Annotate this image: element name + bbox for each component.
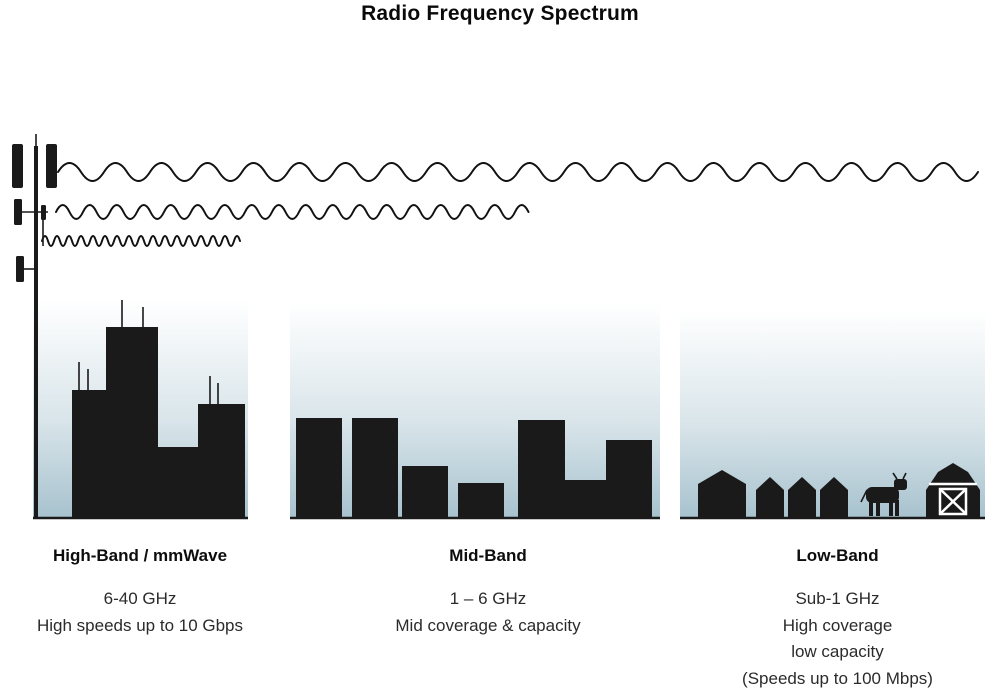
rural-scene <box>680 463 985 520</box>
band-name: Low-Band <box>796 546 879 565</box>
band-frequency: 6-40 GHz <box>103 589 177 608</box>
band-description-line: low capacity <box>791 642 884 661</box>
midrise-skyline-icon <box>290 418 660 520</box>
band-description-line: High coverage <box>782 615 893 635</box>
medium-wave-icon <box>55 204 530 220</box>
band-description-line: (Speeds up to 100 Mbps) <box>742 668 933 688</box>
house-icon <box>698 470 746 518</box>
house-icon <box>756 477 784 518</box>
barn-icon <box>926 463 980 518</box>
cell-tower-icon <box>12 134 57 518</box>
band-frequency: 1 – 6 GHz <box>449 589 527 608</box>
spectrum-illustration <box>12 134 985 520</box>
house-icon <box>788 477 816 518</box>
diagram-title: Radio Frequency Spectrum <box>361 2 639 25</box>
house-icon <box>820 477 848 518</box>
high-band-label-group: High-Band / mmWave 6-40 GHz High speeds … <box>15 546 265 639</box>
short-wave-icon <box>41 235 241 247</box>
band-description-line: Mid coverage & capacity <box>395 615 581 635</box>
band-description-line: High speeds up to 10 Gbps <box>36 615 244 635</box>
cow-icon <box>860 472 907 516</box>
band-frequency: Sub-1 GHz <box>795 589 880 608</box>
band-name: High-Band / mmWave <box>52 546 228 565</box>
low-band-label-group: Low-Band Sub-1 GHz High coverage low cap… <box>690 546 985 692</box>
long-wave-icon <box>57 162 979 182</box>
city-skyline-icon <box>33 300 248 520</box>
band-name: Mid-Band <box>449 546 527 565</box>
mid-band-label-group: Mid-Band 1 – 6 GHz Mid coverage & capaci… <box>338 546 638 639</box>
